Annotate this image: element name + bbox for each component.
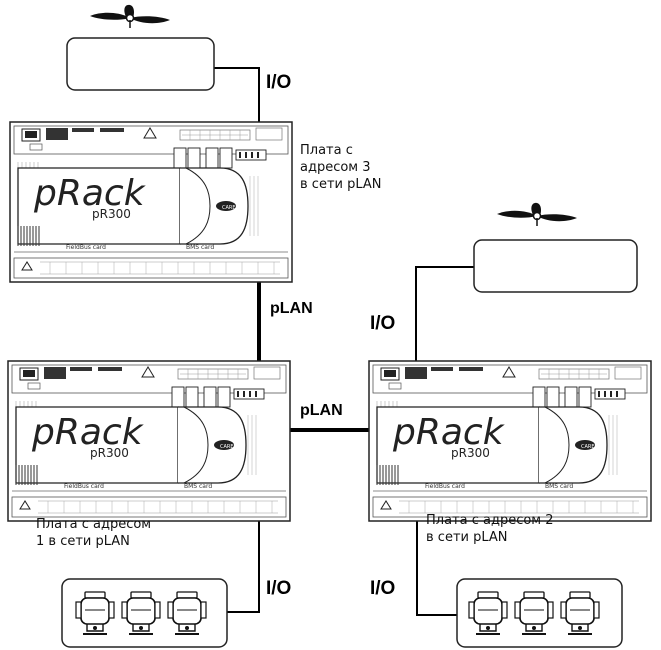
carel-logo: CAREL: [220, 444, 237, 450]
bms-card-label: BMS card: [184, 483, 212, 490]
fieldbus-card-label: FieldBus card: [425, 483, 465, 490]
io-label-top: I/O: [266, 72, 291, 94]
board-1-caption: Плата с адресом 1 в сети pLAN: [36, 516, 151, 550]
carel-logo: CAREL: [581, 444, 598, 450]
caption-line: адресом 3: [300, 159, 382, 176]
fan-icon: [497, 203, 577, 226]
model-label: pR300: [92, 207, 131, 221]
bms-card-label: BMS card: [186, 244, 214, 251]
caption-line: в сети pLAN: [300, 176, 382, 193]
fan-icon: [90, 5, 170, 28]
fieldbus-card-label: FieldBus card: [64, 483, 104, 490]
compressor-rack-right: [457, 579, 622, 647]
board-3-caption: Плата с адресом 3 в сети pLAN: [300, 142, 382, 193]
board-2-caption: Плата с адресом 2 в сети pLAN: [426, 512, 554, 546]
model-label: pR300: [451, 446, 490, 460]
plan-label-horizontal: pLAN: [300, 402, 343, 420]
fan-device-top: [67, 5, 214, 90]
caption-line: Плата с адресом: [36, 516, 151, 533]
caption-line: 1 в сети pLAN: [36, 533, 151, 550]
model-label: pR300: [90, 446, 129, 460]
bms-card-label: BMS card: [545, 483, 573, 490]
compressor-rack-left: [62, 579, 227, 647]
io-label-bottom-left: I/O: [266, 578, 291, 600]
io-label-right: I/O: [370, 313, 395, 335]
caption-line: Плата с: [300, 142, 382, 159]
fieldbus-card-label: FieldBus card: [66, 244, 106, 251]
carel-logo: CAREL: [222, 205, 239, 211]
caption-line: Плата с адресом 2: [426, 512, 554, 529]
fan-device-right: [474, 203, 637, 292]
caption-line: в сети pLAN: [426, 529, 554, 546]
plan-label-vertical: pLAN: [270, 300, 313, 318]
io-label-bottom-right: I/O: [370, 578, 395, 600]
